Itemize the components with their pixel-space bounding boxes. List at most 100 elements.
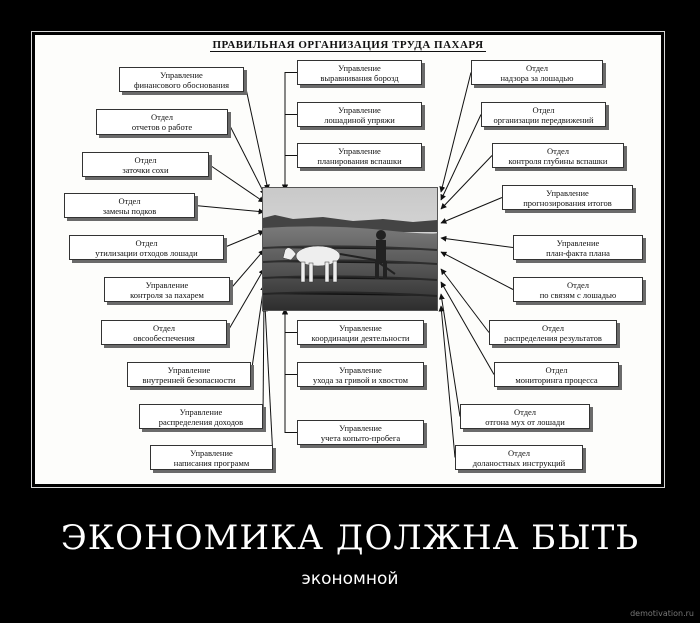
connector-arrow xyxy=(282,308,297,375)
org-unit-label: Управление xyxy=(179,406,223,417)
org-unit-label: внутренней безопасности xyxy=(142,374,236,385)
org-unit-label: Управление xyxy=(160,69,203,80)
org-unit-label: финансового обоснования xyxy=(133,79,230,90)
org-unit-label: выравнивания борозд xyxy=(320,72,399,83)
plowman-photo xyxy=(262,187,438,311)
connector-arrow xyxy=(243,79,270,191)
connector-arrow xyxy=(438,305,456,458)
org-unit-label: написания программ xyxy=(173,457,250,468)
connector-arrow xyxy=(226,268,265,333)
org-unit-label: отгона мух от лошади xyxy=(485,416,565,427)
org-unit-label: доланостных инструкций xyxy=(472,457,566,468)
connector-arrow xyxy=(229,249,265,290)
org-unit-label: Управление xyxy=(167,364,211,375)
connector-arrow xyxy=(208,164,265,203)
org-unit-label: Управление xyxy=(339,322,382,333)
org-unit-label: замены подков xyxy=(102,205,157,216)
org-unit-label: Управление xyxy=(338,145,381,156)
org-unit-label: планирования вспашки xyxy=(317,155,402,166)
connector-arrow xyxy=(282,308,297,433)
connector-arrow xyxy=(440,268,490,333)
org-unit-label: Управление xyxy=(546,187,589,198)
connector-arrow xyxy=(262,305,274,458)
connector-arrow xyxy=(440,235,514,248)
org-unit-label: отчетов о работе xyxy=(131,122,193,132)
connector-arrow xyxy=(440,114,482,201)
org-unit-label: распределения доходов xyxy=(158,416,244,427)
org-unit-label: организации передвижений xyxy=(493,114,594,125)
org-unit-label: Отдел xyxy=(134,154,157,165)
org-unit-label: прогнозирования итогов xyxy=(523,197,612,208)
connector-arrow xyxy=(440,155,493,210)
org-unit-label: Отдел xyxy=(546,145,570,156)
org-unit-label: Управление xyxy=(190,447,233,458)
org-unit-label: надзора за лошадью xyxy=(500,72,574,83)
org-unit-label: Управление xyxy=(339,364,382,375)
connector-arrow xyxy=(282,308,297,333)
connector-arrow xyxy=(439,72,472,193)
org-unit-label: Управление xyxy=(556,237,600,248)
connector-arrow xyxy=(440,281,495,375)
org-unit-label: ухода за гривой и хвостом xyxy=(312,374,408,385)
org-unit-label: Отдел xyxy=(150,112,174,122)
org-unit-label: контроля за пахарем xyxy=(130,289,204,300)
org-unit-label: лошадиной упряжи xyxy=(324,114,395,125)
org-unit-label: Отдел xyxy=(135,237,158,248)
connector-arrow xyxy=(194,205,265,215)
org-unit-label: Отдел xyxy=(541,322,565,333)
org-unit-label: Управление xyxy=(338,104,381,115)
org-chart-poster: ПРАВИЛЬНАЯ ОРГАНИЗАЦИЯ ТРУДА ПАХАРЯ xyxy=(35,35,661,484)
org-unit-label: Управление xyxy=(145,279,189,290)
org-unit-label: Отдел xyxy=(545,364,568,375)
org-unit-label: Отдел xyxy=(513,406,537,417)
connector-arrow xyxy=(440,251,514,290)
connector-arrow xyxy=(438,293,461,417)
connector-arrow xyxy=(223,230,265,248)
connector-arrow xyxy=(282,72,297,191)
org-unit-label: по связям с лошадью xyxy=(539,289,617,300)
connector-arrow xyxy=(282,155,297,191)
org-unit-label: Отдел xyxy=(152,322,176,333)
connector-arrow xyxy=(282,114,297,191)
caption-sub: экономной xyxy=(301,569,399,589)
connector-arrows xyxy=(194,72,514,458)
org-unit-label: Отдел xyxy=(118,195,141,206)
caption-main: ЭКОНОМИКА ДОЛЖНА БЫТЬ xyxy=(60,518,640,558)
watermark: demotivation.ru xyxy=(630,609,694,618)
org-unit-label: контроля глубины вспашки xyxy=(508,155,608,166)
org-unit-label: Управление xyxy=(338,62,381,73)
connector-arrow xyxy=(227,121,266,196)
org-unit-label: овсообеспечения xyxy=(133,332,195,343)
org-unit-label: координации деятельности xyxy=(311,332,410,343)
org-unit-label: заточки сохи xyxy=(122,164,169,175)
connector-arrow xyxy=(260,296,267,417)
org-unit-label: Управление xyxy=(339,422,382,433)
org-unit-label: мониторинга процесса xyxy=(515,374,598,385)
org-unit-label: учета копыто-пробега xyxy=(320,432,401,443)
org-unit-label: план-факта плана xyxy=(546,247,610,258)
poster-title: ПРАВИЛЬНАЯ ОРГАНИЗАЦИЯ ТРУДА ПАХАРЯ xyxy=(210,39,486,52)
org-unit-label: Отдел xyxy=(532,104,555,115)
connector-arrow xyxy=(440,197,503,224)
